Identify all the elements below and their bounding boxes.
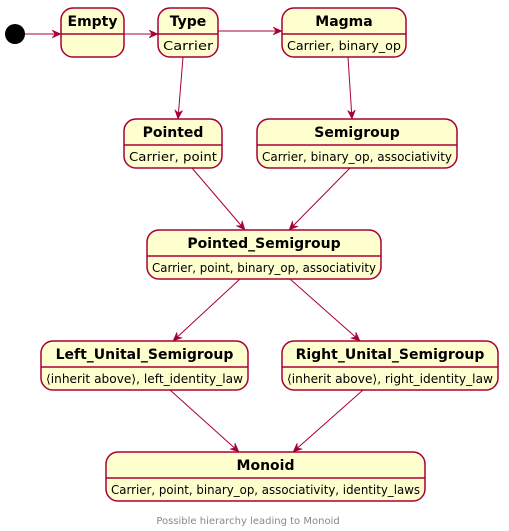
- state-attributes: Carrier, point, binary_op, associativity: [152, 261, 376, 275]
- transition-right-unital-semigroup-to-monoid: [293, 389, 364, 452]
- state-box: [40, 340, 249, 391]
- transition-pointed-to-pointed-semigroup: [191, 167, 245, 230]
- state-title: Magma: [315, 14, 372, 30]
- state-box: [105, 451, 426, 502]
- transition-semigroup-to-pointed-semigroup: [289, 167, 351, 230]
- transition-magma-to-semigroup: [348, 56, 352, 119]
- state-title: Monoid: [237, 458, 295, 474]
- state-title: Semigroup: [314, 125, 400, 141]
- state-title: Left_Unital_Semigroup: [56, 347, 234, 363]
- state-attributes: Carrier, binary_op: [287, 39, 401, 53]
- state-title: Type: [170, 14, 207, 30]
- transitions-layer: [25, 31, 364, 452]
- state-box: [123, 118, 223, 169]
- state-title: Right_Unital_Semigroup: [296, 347, 485, 363]
- state-box: [281, 340, 499, 391]
- transition-type-to-pointed: [178, 56, 184, 119]
- state-box: [256, 118, 458, 169]
- state-right-unital-semigroup: Right_Unital_Semigroup ⟨inherit above⟩, r…: [281, 340, 499, 391]
- state-box: [146, 229, 382, 280]
- initial-state-node: [5, 24, 25, 44]
- state-title: Empty: [68, 14, 118, 30]
- state-box: [281, 7, 407, 58]
- state-left-unital-semigroup: Left_Unital_Semigroup ⟨inherit above⟩, le…: [40, 340, 249, 391]
- state-box: [60, 7, 125, 58]
- transition-pointed-semigroup-to-right-unital-semigroup: [289, 278, 360, 341]
- transition-left-unital-semigroup-to-monoid: [169, 389, 239, 452]
- state-attributes: Carrier, binary_op, associativity: [262, 150, 452, 164]
- state-attributes: ⟨inherit above⟩, right_identity_law: [287, 372, 493, 386]
- state-box: [157, 7, 219, 58]
- state-attributes: ⟨inherit above⟩, left_identity_law: [46, 372, 243, 386]
- transition-pointed-semigroup-to-left-unital-semigroup: [173, 278, 241, 341]
- diagram-caption: Possible hierarchy leading to Monoid: [156, 516, 339, 527]
- state-title: Pointed_Semigroup: [187, 236, 340, 252]
- state-attributes: Carrier, point, binary_op, associativity…: [111, 483, 420, 497]
- state-title: Pointed: [143, 125, 204, 141]
- state-empty: Empty: [60, 7, 125, 58]
- state-attributes: Carrier: [163, 39, 213, 53]
- state-attributes: Carrier, point: [129, 150, 217, 164]
